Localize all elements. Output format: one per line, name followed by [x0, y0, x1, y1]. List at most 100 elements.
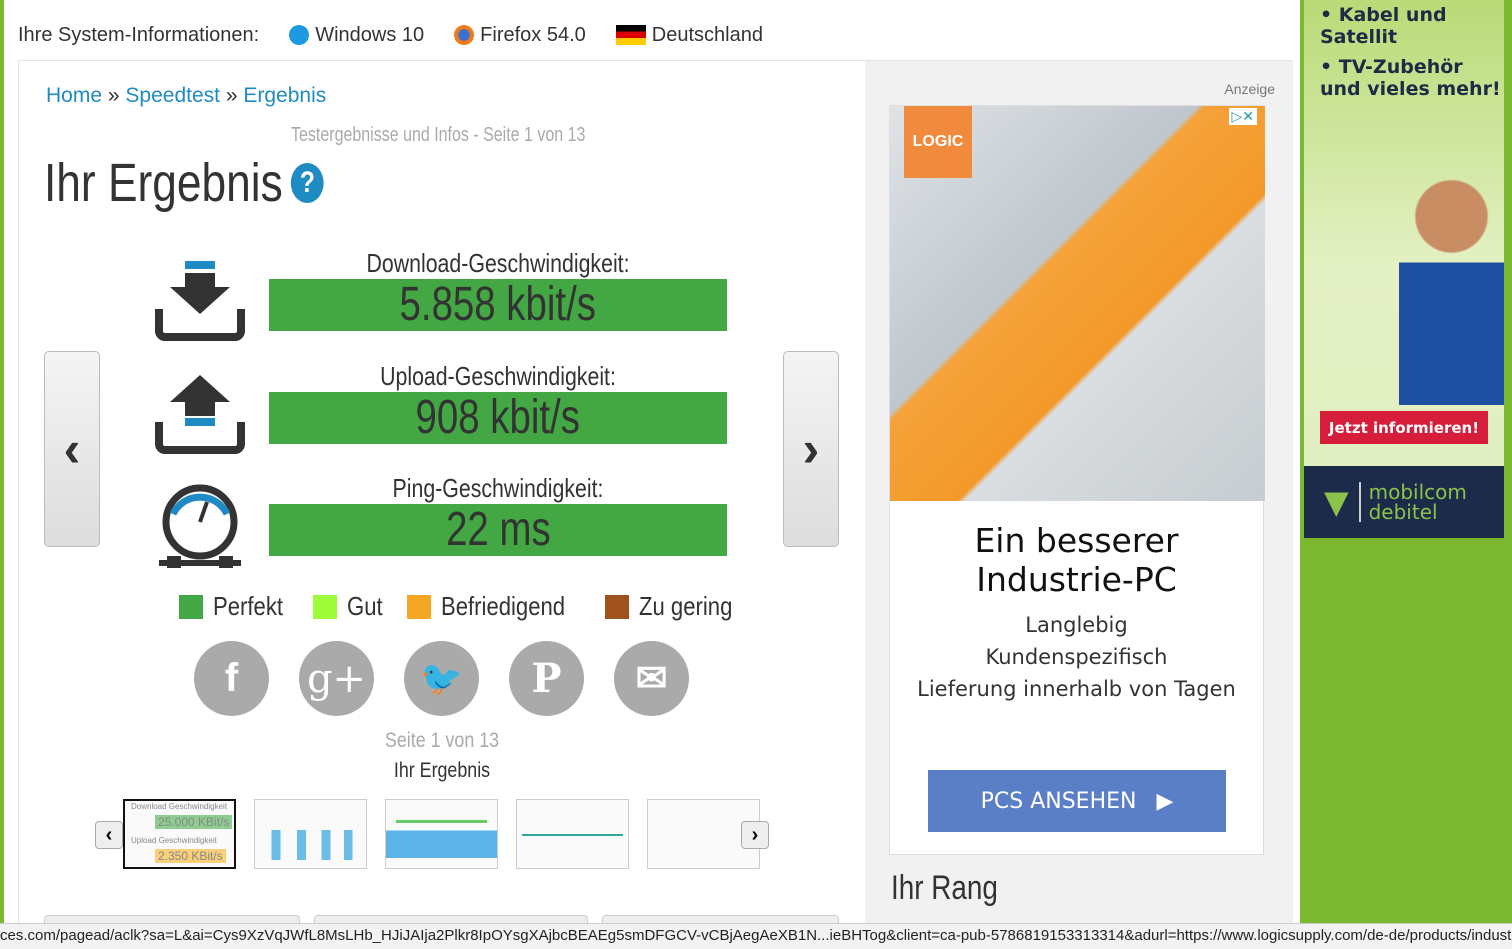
upload-result: Upload-Geschwindigkeit: 908 kbit/s	[155, 362, 735, 462]
twitter-share-button[interactable]: 🐦	[404, 641, 479, 716]
thumbnail-4[interactable]	[516, 799, 629, 869]
firefox-icon	[454, 25, 475, 45]
rank-heading: Ihr Rang	[891, 869, 998, 907]
thumb-download-value: 25.000 KBit/s	[155, 815, 233, 829]
breadcrumb-speedtest[interactable]: Speedtest	[125, 84, 220, 107]
legend-swatch	[407, 594, 432, 619]
breadcrumb-home[interactable]: Home	[46, 84, 103, 107]
thumb-line	[396, 820, 487, 823]
legend-item: Befriedigend	[407, 591, 587, 622]
thumb-download-label: Download Geschwindigkeit	[131, 802, 228, 811]
ad-label: Anzeige	[1224, 81, 1275, 97]
windows-icon	[289, 25, 310, 45]
legend-item: Perfekt	[179, 591, 295, 622]
ad-line-2: Kundenspezifisch	[985, 645, 1168, 669]
country-value: Deutschland	[651, 23, 763, 46]
upload-value-bar: 908 kbit/s	[269, 392, 727, 444]
ad-person-image	[1399, 175, 1504, 405]
thumb-next-button[interactable]: ›	[741, 821, 769, 849]
download-label: Download-Geschwindigkeit:	[366, 248, 630, 278]
sidebar: Anzeige LOGIC ▷✕ Ein besserer Industrie-…	[865, 61, 1293, 931]
page-thumbnails: Download Geschwindigkeit 25.000 KBit/s U…	[123, 799, 760, 869]
share-buttons: f g+ 🐦 P ✉	[194, 641, 689, 716]
prev-page-button[interactable]: ‹	[44, 351, 100, 547]
play-icon: ▶	[1156, 788, 1174, 814]
status-bar-url: ces.com/pagead/aclk?sa=L&ai=Cys9XzVqJWfL…	[0, 923, 1512, 949]
download-value-bar: 5.858 kbit/s	[269, 279, 727, 331]
breadcrumb-current[interactable]: Ergebnis	[243, 84, 327, 107]
ad-headline-1: Ein besserer	[974, 521, 1179, 560]
ping-label: Ping-Geschwindigkeit:	[392, 473, 604, 503]
next-page-button[interactable]: ›	[783, 351, 839, 547]
page-name: Ihr Ergebnis	[393, 759, 491, 782]
ad-headline-2: Industrie-PC	[976, 560, 1177, 599]
browser-value: Firefox 54.0	[480, 23, 586, 46]
facebook-icon: f	[224, 656, 239, 700]
email-share-button[interactable]: ✉	[614, 641, 689, 716]
upload-label: Upload-Geschwindigkeit:	[380, 361, 616, 391]
ad-cta-button[interactable]: PCS ANSEHEN ▶	[928, 770, 1226, 832]
ad-line-1: Langlebig	[1025, 613, 1128, 637]
legend-swatch	[605, 594, 630, 619]
system-info-label: Ihre System-Informationen:	[18, 23, 260, 46]
ad-jetzt-button[interactable]: Jetzt informieren!	[1320, 411, 1488, 444]
thumbnail-1[interactable]: Download Geschwindigkeit 25.000 KBit/s U…	[123, 799, 236, 869]
germany-flag-icon	[615, 25, 646, 45]
chevron-right-icon: ›	[802, 421, 820, 477]
facebook-share-button[interactable]: f	[194, 641, 269, 716]
mobilcom-logo-icon: ▼	[1324, 483, 1349, 521]
gauge-icon	[159, 484, 241, 568]
twitter-icon: 🐦	[420, 659, 463, 698]
thumb-upload-label: Upload Geschwindigkeit	[131, 836, 217, 845]
thumbnail-3[interactable]	[385, 799, 498, 869]
legend-item: Zu gering	[605, 591, 749, 622]
thumb-upload-value: 2.350 KBit/s	[155, 849, 226, 863]
os-value: Windows 10	[315, 23, 425, 46]
ad-line-3: Lieferung innerhalb von Tagen	[917, 677, 1236, 701]
chevron-right-icon: ›	[751, 823, 759, 846]
system-info-bar: Ihre System-Informationen: Windows 10 Fi…	[18, 18, 763, 52]
page-title: Ihr Ergebnis	[44, 153, 283, 213]
legend-swatch	[179, 594, 203, 619]
breadcrumb-separator: »	[107, 84, 120, 107]
thumb-prev-button[interactable]: ‹	[95, 821, 123, 849]
googleplus-share-button[interactable]: g+	[299, 641, 374, 716]
brand-name-1: mobilcom	[1368, 480, 1467, 504]
upload-value: 908 kbit/s	[415, 391, 581, 444]
help-icon[interactable]: ?	[290, 163, 324, 203]
thumbnail-2[interactable]	[254, 799, 367, 869]
googleplus-icon: g+	[306, 655, 367, 702]
download-value: 5.858 kbit/s	[399, 278, 597, 331]
pinterest-icon: P	[531, 655, 562, 702]
skyscraper-ad[interactable]: • Kabel und Satellit • TV-Zubehör und vie…	[1304, 0, 1504, 538]
legend-label: Befriedigend	[441, 591, 566, 621]
breadcrumb: Home » Speedtest » Ergebnis	[46, 84, 326, 108]
mail-icon: ✉	[635, 658, 668, 700]
breadcrumb-separator: »	[225, 84, 238, 107]
legend-label: Perfekt	[213, 591, 284, 621]
ad-close-icon[interactable]: ▷✕	[1228, 108, 1257, 125]
download-result: Download-Geschwindigkeit: 5.858 kbit/s	[155, 249, 735, 349]
brand-name-2: debitel	[1368, 500, 1438, 524]
chevron-left-icon: ‹	[105, 823, 113, 846]
ping-result: Ping-Geschwindigkeit: 22 ms	[155, 474, 735, 574]
ad-bullet-1: • Kabel und Satellit	[1320, 4, 1447, 48]
pinterest-share-button[interactable]: P	[509, 641, 584, 716]
ad-logo: LOGIC	[904, 106, 972, 178]
ping-value-bar: 22 ms	[269, 504, 727, 556]
page-border	[0, 0, 4, 949]
ping-value: 22 ms	[445, 503, 551, 556]
upload-icon	[155, 375, 245, 454]
chevron-left-icon: ‹	[63, 421, 81, 477]
download-icon	[155, 261, 245, 341]
legend: Perfekt Gut Befriedigend Zu gering	[179, 591, 749, 622]
thumb-line	[522, 834, 623, 836]
page-indicator: Seite 1 von 13	[384, 729, 500, 752]
logic-supply-ad[interactable]: LOGIC ▷✕ Ein besserer Industrie-PC Langl…	[889, 105, 1265, 855]
ad-cta-label: PCS ANSEHEN	[980, 788, 1137, 814]
ad-bullet-2: • TV-Zubehör und vieles mehr!	[1320, 56, 1501, 100]
content-panel: Home » Speedtest » Ergebnis Testergebnis…	[18, 60, 1293, 935]
legend-label: Zu gering	[639, 591, 733, 621]
legend-swatch	[313, 594, 338, 619]
